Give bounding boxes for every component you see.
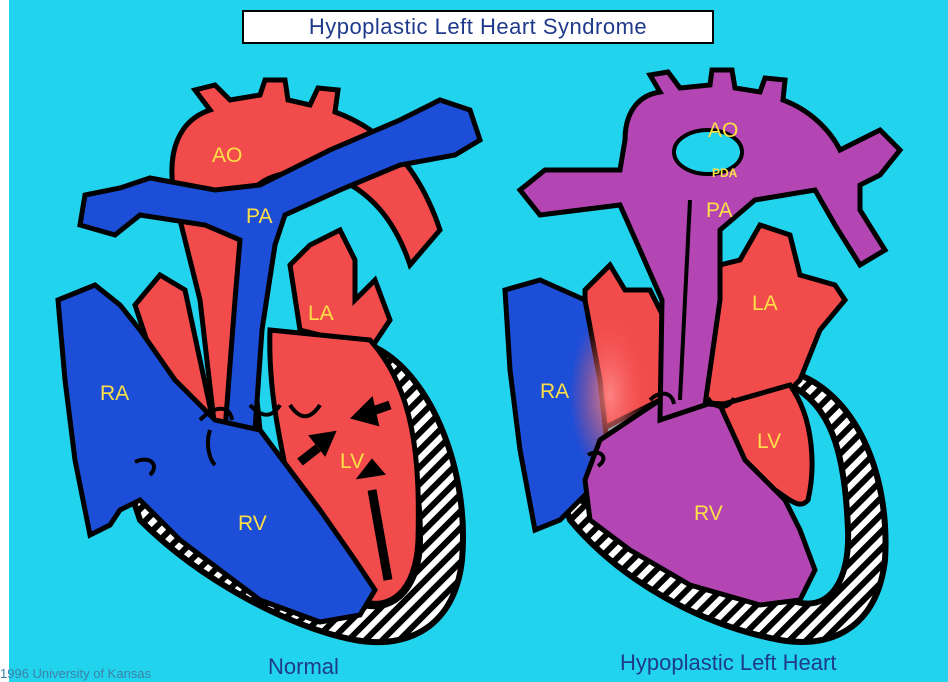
normal-ra-label: RA (100, 382, 129, 405)
normal-la-label: LA (308, 302, 334, 325)
normal-heart: AO PA LA RA LV RV (58, 80, 480, 642)
hypo-pda-label: PDA (712, 166, 738, 180)
hypoplastic-heart: AO PDA PA LA RA LV RV (505, 70, 900, 642)
hypo-pa-label: PA (706, 199, 732, 222)
normal-ao-label: AO (212, 144, 242, 167)
hypo-rv-label: RV (694, 502, 723, 525)
hypo-ra-label: RA (540, 380, 569, 403)
normal-lv-label: LV (340, 450, 364, 473)
normal-caption: Normal (268, 654, 339, 680)
normal-rv-label: RV (238, 512, 267, 535)
normal-pa-label: PA (246, 205, 272, 228)
copyright-notice: 1996 University of Kansas (0, 666, 151, 681)
hypoplastic-caption: Hypoplastic Left Heart (620, 650, 836, 676)
hypo-lv-label: LV (757, 430, 781, 453)
hypo-la-label: LA (752, 292, 778, 315)
diagram-title: Hypoplastic Left Heart Syndrome (242, 10, 714, 44)
hypo-ao-label: AO (708, 119, 738, 142)
